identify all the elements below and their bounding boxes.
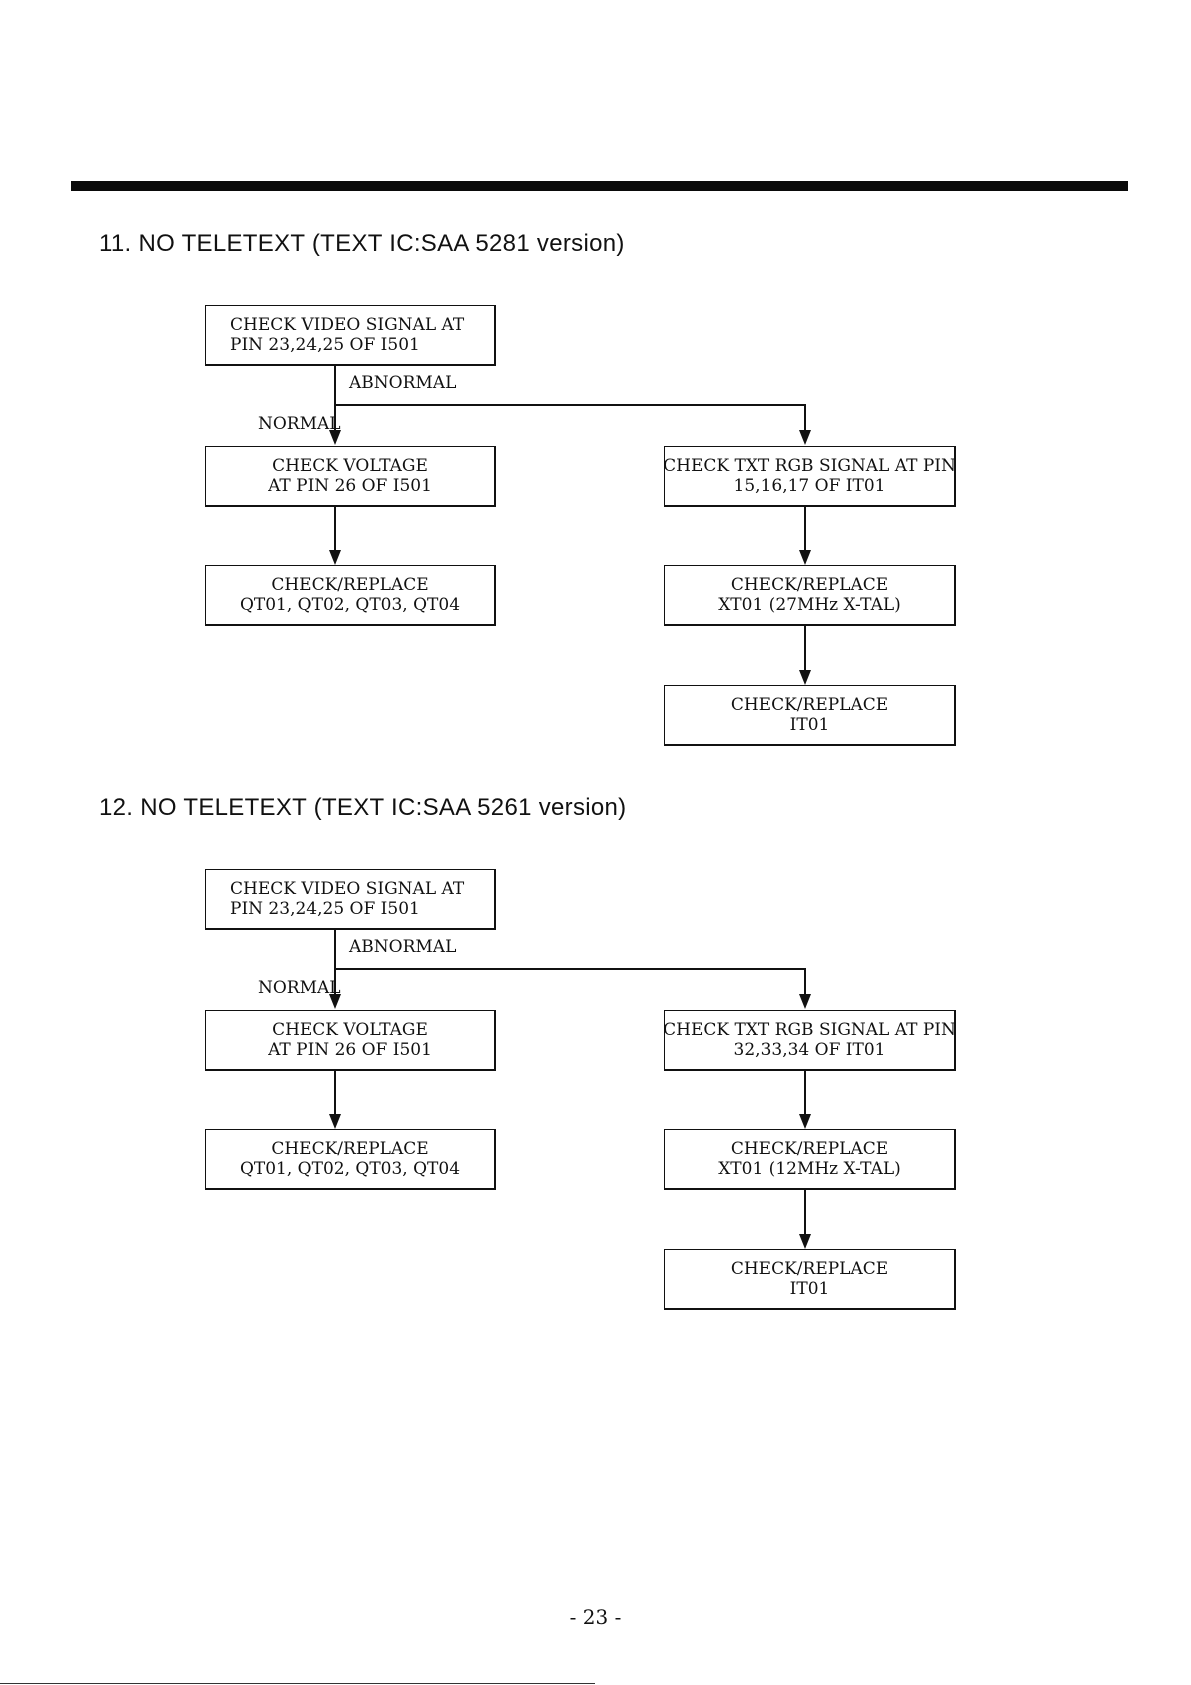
check-video-signal-box: CHECK VIDEO SIGNAL AT PIN 23,24,25 OF I5… — [205, 869, 496, 930]
check-txt-rgb-box: CHECK TXT RGB SIGNAL AT PIN 32,33,34 OF … — [664, 1010, 956, 1071]
box-line: AT PIN 26 OF I501 — [268, 1040, 432, 1060]
box-line: CHECK VIDEO SIGNAL AT — [230, 879, 465, 899]
check-voltage-box: CHECK VOLTAGE AT PIN 26 OF I501 — [205, 1010, 496, 1071]
connector-line — [334, 404, 806, 406]
arrow-down-icon — [799, 1114, 811, 1129]
header-rule — [71, 181, 1128, 191]
connector-line — [804, 404, 806, 432]
box-line: PIN 23,24,25 OF I501 — [230, 335, 420, 355]
replace-qt-box: CHECK/REPLACE QT01, QT02, QT03, QT04 — [205, 1129, 496, 1190]
abnormal-label: ABNORMAL — [349, 937, 457, 957]
replace-it-box: CHECK/REPLACE IT01 — [664, 1249, 956, 1310]
box-line: XT01 (27MHz X-TAL) — [718, 595, 901, 615]
box-line: CHECK/REPLACE — [271, 575, 429, 595]
connector-line — [334, 507, 336, 552]
arrow-down-icon — [329, 550, 341, 565]
connector-line — [804, 626, 806, 672]
replace-xtal-box: CHECK/REPLACE XT01 (12MHz X-TAL) — [664, 1129, 956, 1190]
box-line: CHECK TXT RGB SIGNAL AT PIN — [664, 1020, 956, 1040]
check-voltage-box: CHECK VOLTAGE AT PIN 26 OF I501 — [205, 446, 496, 507]
box-line: IT01 — [789, 1279, 830, 1299]
arrow-down-icon — [799, 1234, 811, 1249]
box-line: CHECK VIDEO SIGNAL AT — [230, 315, 465, 335]
box-line: CHECK/REPLACE — [730, 1259, 889, 1279]
box-line: CHECK/REPLACE — [271, 1139, 429, 1159]
section-11-heading: 11. NO TELETEXT (TEXT IC:SAA 5281 versio… — [99, 230, 625, 257]
arrow-down-icon — [799, 994, 811, 1009]
section-12-heading: 12. NO TELETEXT (TEXT IC:SAA 5261 versio… — [99, 794, 627, 821]
arrow-down-icon — [329, 430, 341, 445]
replace-xtal-box: CHECK/REPLACE XT01 (27MHz X-TAL) — [664, 565, 956, 626]
connector-line — [334, 968, 806, 970]
page-number: - 23 - — [569, 1605, 622, 1629]
connector-line — [334, 366, 336, 432]
check-video-signal-box: CHECK VIDEO SIGNAL AT PIN 23,24,25 OF I5… — [205, 305, 496, 366]
arrow-down-icon — [799, 670, 811, 685]
flowchart-section-12: CHECK VIDEO SIGNAL AT PIN 23,24,25 OF I5… — [0, 869, 1191, 1389]
box-line: CHECK TXT RGB SIGNAL AT PIN — [664, 456, 956, 476]
box-line: CHECK/REPLACE — [730, 695, 889, 715]
connector-line — [804, 968, 806, 996]
arrow-down-icon — [329, 994, 341, 1009]
box-line: CHECK/REPLACE — [730, 1139, 889, 1159]
arrow-down-icon — [329, 1114, 341, 1129]
footer-rule — [0, 1683, 595, 1684]
box-line: IT01 — [789, 715, 830, 735]
box-line: XT01 (12MHz X-TAL) — [718, 1159, 901, 1179]
box-line: QT01, QT02, QT03, QT04 — [239, 595, 461, 615]
box-line: AT PIN 26 OF I501 — [268, 476, 432, 496]
check-txt-rgb-box: CHECK TXT RGB SIGNAL AT PIN 15,16,17 OF … — [664, 446, 956, 507]
flowchart-section-11: CHECK VIDEO SIGNAL AT PIN 23,24,25 OF I5… — [0, 305, 1191, 825]
box-line: QT01, QT02, QT03, QT04 — [239, 1159, 461, 1179]
box-line: 32,33,34 OF IT01 — [733, 1040, 886, 1060]
connector-line — [334, 930, 336, 996]
connector-line — [804, 1071, 806, 1116]
replace-it-box: CHECK/REPLACE IT01 — [664, 685, 956, 746]
arrow-down-icon — [799, 550, 811, 565]
connector-line — [334, 1071, 336, 1116]
box-line: 15,16,17 OF IT01 — [733, 476, 886, 496]
box-line: CHECK/REPLACE — [730, 575, 889, 595]
connector-line — [804, 507, 806, 552]
box-line: CHECK VOLTAGE — [272, 456, 428, 476]
connector-line — [804, 1190, 806, 1236]
normal-label: NORMAL — [258, 414, 341, 434]
box-line: CHECK VOLTAGE — [272, 1020, 428, 1040]
normal-label: NORMAL — [258, 978, 341, 998]
replace-qt-box: CHECK/REPLACE QT01, QT02, QT03, QT04 — [205, 565, 496, 626]
abnormal-label: ABNORMAL — [349, 373, 457, 393]
box-line: PIN 23,24,25 OF I501 — [230, 899, 420, 919]
arrow-down-icon — [799, 430, 811, 445]
